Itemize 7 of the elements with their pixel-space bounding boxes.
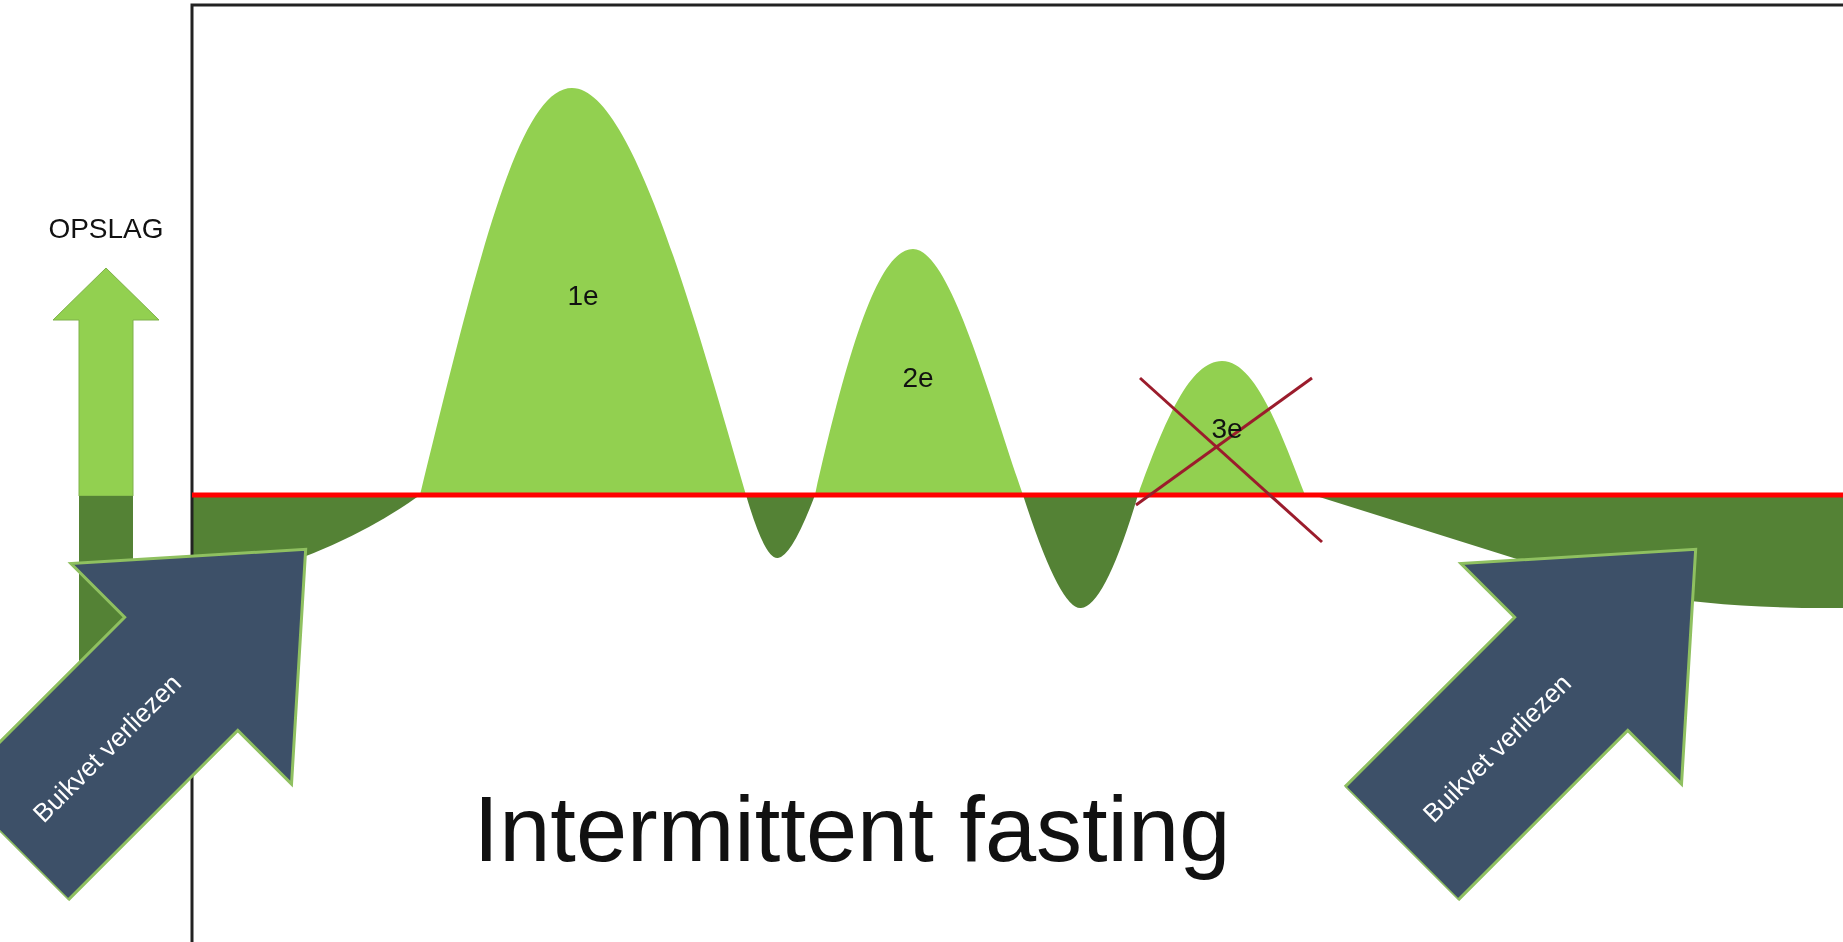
block-arrow [0, 547, 308, 903]
peak-label: 2e [902, 362, 934, 394]
axis-label: OPSLAG [48, 213, 164, 245]
block-arrow [1342, 547, 1698, 903]
peak-label: 1e [567, 280, 599, 312]
title: Intermittent fasting [473, 776, 1231, 882]
peak-label: 3e [1211, 413, 1243, 445]
